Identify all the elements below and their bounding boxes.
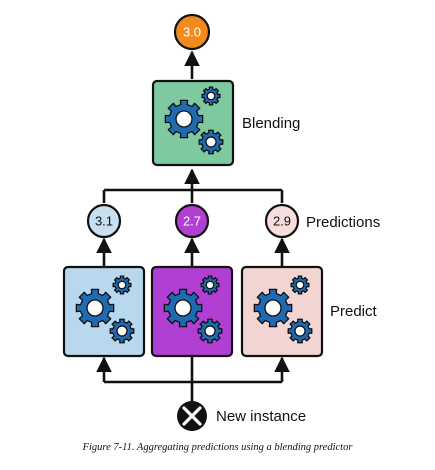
predictor-box-3: [240, 265, 324, 358]
predictor-box-2: [150, 265, 234, 358]
gears-icon: [163, 275, 223, 344]
predictor-box-1: [62, 265, 146, 358]
gears-icon: [253, 275, 313, 344]
new-instance-node: [177, 401, 207, 431]
gear-hole: [175, 110, 193, 128]
gear-hole: [264, 299, 282, 317]
output-bubble: 3.0: [173, 13, 211, 51]
gear-hole: [174, 299, 192, 317]
prediction-bubble-1: 3.1: [86, 203, 122, 239]
blender-box: [151, 79, 235, 167]
cross-icon: [182, 406, 202, 426]
predictions-label: Predictions: [306, 214, 380, 231]
gears-icon: [164, 86, 224, 155]
gear-hole: [205, 136, 217, 148]
prediction-bubble-3: 2.9: [264, 203, 300, 239]
gear-hole: [204, 325, 216, 337]
gears-icon: [75, 275, 135, 344]
gear-hole: [117, 280, 127, 290]
gear-hole: [116, 325, 128, 337]
gear-hole: [206, 91, 216, 101]
predict-label: Predict: [330, 303, 378, 320]
prediction-value-1: 3.1: [95, 214, 113, 229]
blending-label: Blending: [242, 115, 300, 132]
gear-hole: [295, 280, 305, 290]
gear-hole: [294, 325, 306, 337]
new-instance-label: New instance: [216, 408, 306, 425]
prediction-value-2: 2.7: [183, 214, 201, 229]
output-value: 3.0: [183, 25, 201, 40]
prediction-value-3: 2.9: [273, 214, 291, 229]
figure-caption: Figure 7-11. Aggregating predictions usi…: [82, 442, 353, 453]
gear-hole: [86, 299, 104, 317]
gear-hole: [205, 280, 215, 290]
prediction-bubble-2: 2.7: [174, 203, 210, 239]
